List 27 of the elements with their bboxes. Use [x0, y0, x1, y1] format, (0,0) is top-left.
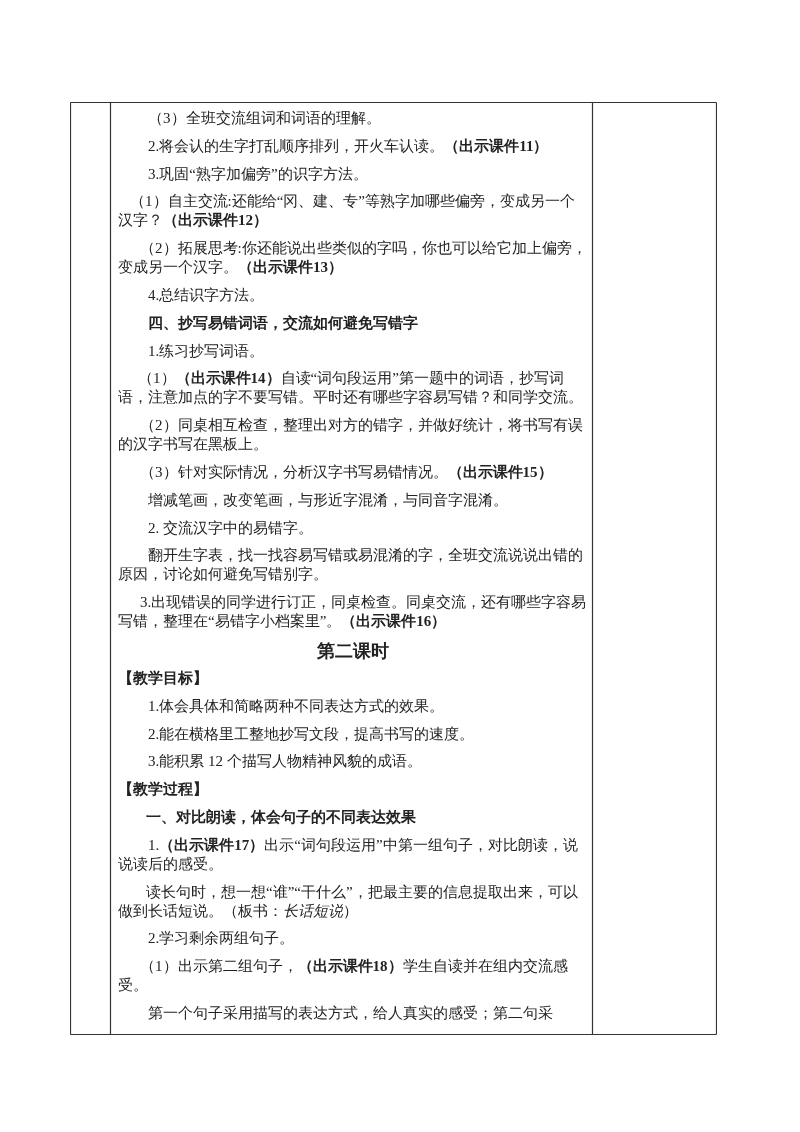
paragraph: （1）（出示课件14）自读“词句段运用”第一题中的词语，抄写词语，注意加点的字不要写错。平时还有哪些字容易写错？和同学交流。 — [118, 369, 584, 408]
lesson-heading: 第二课时 — [315, 639, 390, 662]
paragraph: 2. 交流汉字中的易错字。 — [147, 518, 314, 538]
paragraph: 1.（出示课件17）出示“词句段运用”中第一组句子，对比朗读，说说读后的感受。 — [118, 835, 579, 874]
paragraph: 4.总结识字方法。 — [147, 286, 266, 305]
paragraph: （3）全班交流组词和词语的理解。 — [147, 109, 382, 128]
paragraph: 读长句时，想一想“谁”“干什么”，把最主要的信息提取出来，可以做到长话短说。（板书：长话短说） — [118, 882, 579, 921]
paragraph: （2）拓展思考:你还能说出些类似的字吗，你也可以给它加上偏旁，变成另一个汉字。（出示课件13） — [118, 239, 587, 278]
paragraph: （1）出示第二组句子，（出示课件18）学生自读并在组内交流感受。 — [118, 957, 569, 996]
paragraph: 2.学习剩余两组句子。 — [147, 929, 296, 949]
paragraph: 3.能积累 12 个描写人物精神风貌的成语。 — [147, 752, 423, 772]
paragraph: 第一个句子采用描写的表达方式，给人真实的感受；第二句采 — [147, 1003, 554, 1023]
section-heading: 四、抄写易错词语，交流如何避免写错字 — [147, 313, 419, 333]
section-heading: 一、对比朗读，体会句子的不同表达效果 — [145, 807, 417, 827]
paragraph: 增减笔画，改变笔画，与形近字混淆，与同音字混淆。 — [147, 490, 509, 510]
paragraph: （3）针对实际情况，分析汉字书写易错情况。（出示课件15） — [139, 462, 554, 482]
paragraph: 1.体会具体和简略两种不同表达方式的效果。 — [147, 696, 446, 716]
paragraph: 3.巩固“熟字加偏旁”的识字方法。 — [147, 164, 369, 184]
paragraph: （1）自主交流:还能给“冈、建、专”等熟字加哪些偏旁，变成另一个汉字？（出示课件12） — [118, 192, 576, 231]
paragraph: 2.能在横格里工整地抄写文段，提高书写的速度。 — [147, 724, 476, 744]
paragraph: 3.出现错误的同学进行订正，同桌检查。同桌交流，还有哪些字容易写错，整理在“易错字小档案里”。（出示课件16） — [118, 593, 587, 632]
paragraph: 1.练习抄写词语。 — [147, 341, 266, 361]
section-heading: 【教学过程】 — [118, 780, 209, 800]
paragraph: 2.将会认的生字打乱顺序排列，开火车认读。（出示课件11） — [147, 136, 550, 156]
paragraph: 翻开生字表，找一找容易写错或易混淆的字，全班交流说说出错的原因，讨论如何避免写错别字。 — [118, 546, 584, 585]
paragraph: （2）同桌相互检查，整理出对方的错字，并做好统计，将书写有误的汉字书写在黑板上。 — [118, 416, 584, 455]
section-heading: 【教学目标】 — [118, 668, 209, 688]
